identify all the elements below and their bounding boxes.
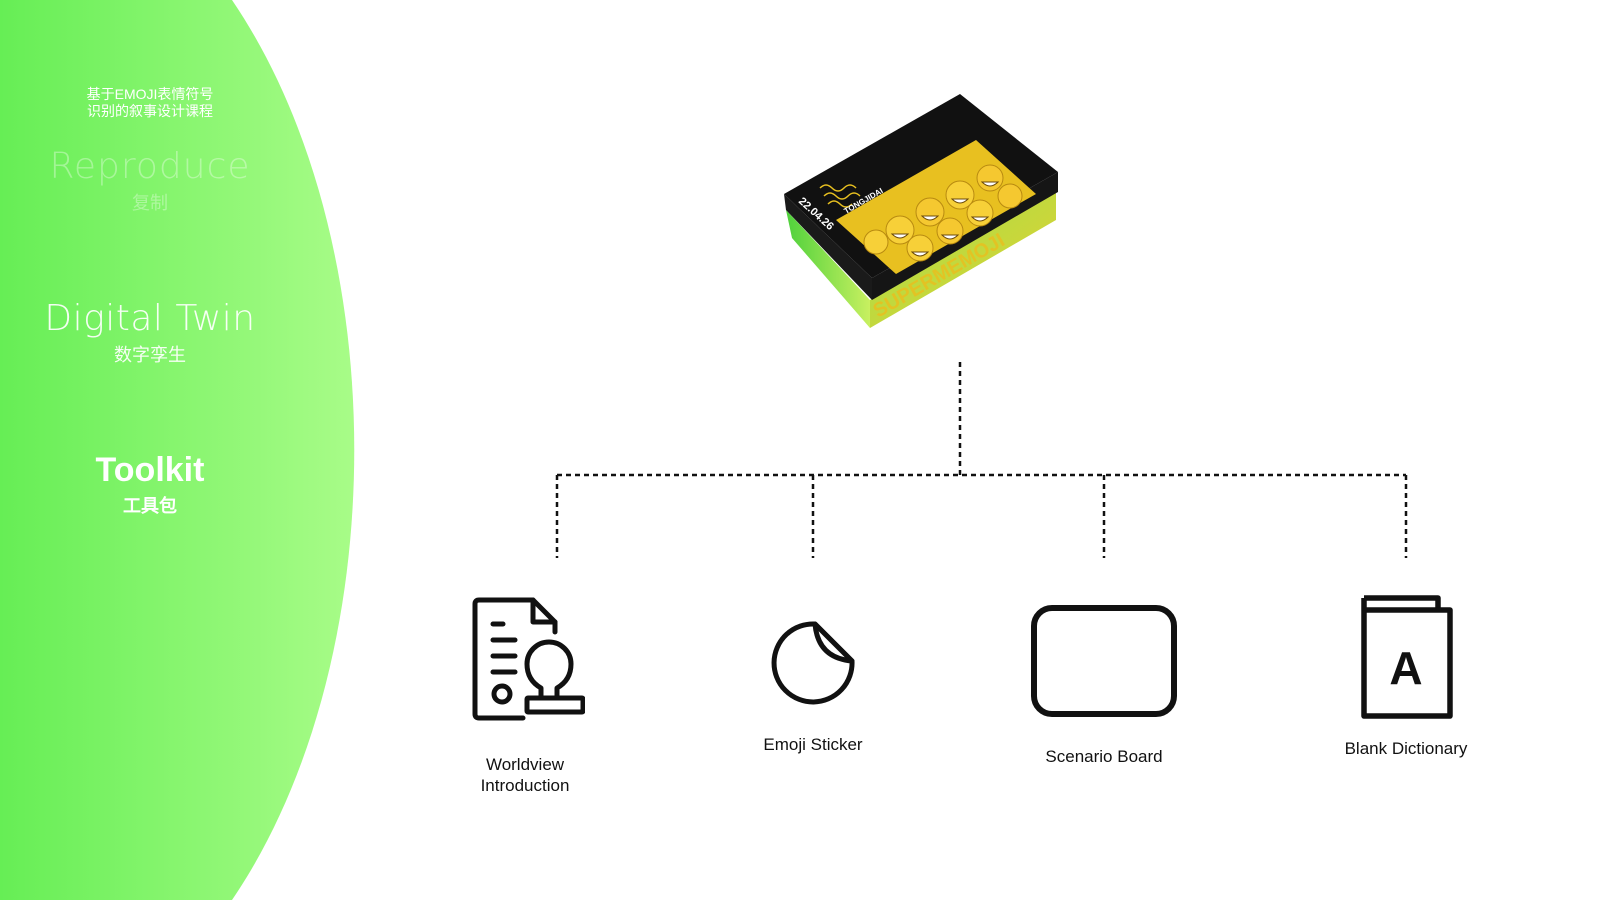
dictionary-letter-a: A xyxy=(1389,642,1422,694)
tool-worldview-label-line1: Worldview xyxy=(485,755,565,774)
tool-blank-dictionary[interactable]: A Blank Dictionary xyxy=(1326,592,1486,759)
product-box-image: SUPERMEMOJI 22.04.26 TONGJIDAI SUPERMEMO… xyxy=(784,92,1065,328)
tool-emoji-sticker[interactable]: Emoji Sticker xyxy=(743,620,883,755)
tool-blank-dictionary-label: Blank Dictionary xyxy=(1344,739,1468,758)
sidebar-item-digital-twin-label: Digital Twin xyxy=(44,298,256,339)
sidebar-item-toolkit-label: Toolkit xyxy=(95,451,205,489)
emoji-face-icon xyxy=(863,164,1023,262)
emoji-sticker-icon xyxy=(771,621,855,705)
course-subtitle-line1: 基于EMOJI表情符号 xyxy=(86,86,214,102)
sidebar-item-reproduce[interactable]: Reproduce 复制 xyxy=(0,146,300,215)
sidebar-item-digital-twin-sublabel: 数字孪生 xyxy=(114,345,186,365)
tool-scenario-board-label: Scenario Board xyxy=(1045,747,1163,766)
scenario-board-icon xyxy=(1031,605,1177,717)
sidebar-item-digital-twin[interactable]: Digital Twin 数字孪生 xyxy=(0,298,300,367)
tool-worldview-label: Worldview Introduction xyxy=(455,754,595,796)
blank-dictionary-icon: A xyxy=(1361,595,1453,719)
course-subtitle-line2: 识别的叙事设计课程 xyxy=(87,103,213,119)
tool-emoji-sticker-label: Emoji Sticker xyxy=(763,735,863,754)
sidebar-item-toolkit[interactable]: Toolkit 工具包 xyxy=(0,451,300,518)
worldview-document-icon xyxy=(472,597,585,721)
sidebar-item-reproduce-sublabel: 复制 xyxy=(132,193,168,213)
sidebar-item-reproduce-label: Reproduce xyxy=(49,146,251,187)
course-subtitle: 基于EMOJI表情符号 识别的叙事设计课程 xyxy=(35,86,265,120)
tool-worldview-introduction[interactable]: Worldview Introduction xyxy=(455,596,595,796)
sidebar-item-toolkit-sublabel: 工具包 xyxy=(123,496,177,516)
tool-scenario-board[interactable]: Scenario Board xyxy=(1024,604,1184,767)
tool-worldview-label-line2: Introduction xyxy=(480,776,570,795)
